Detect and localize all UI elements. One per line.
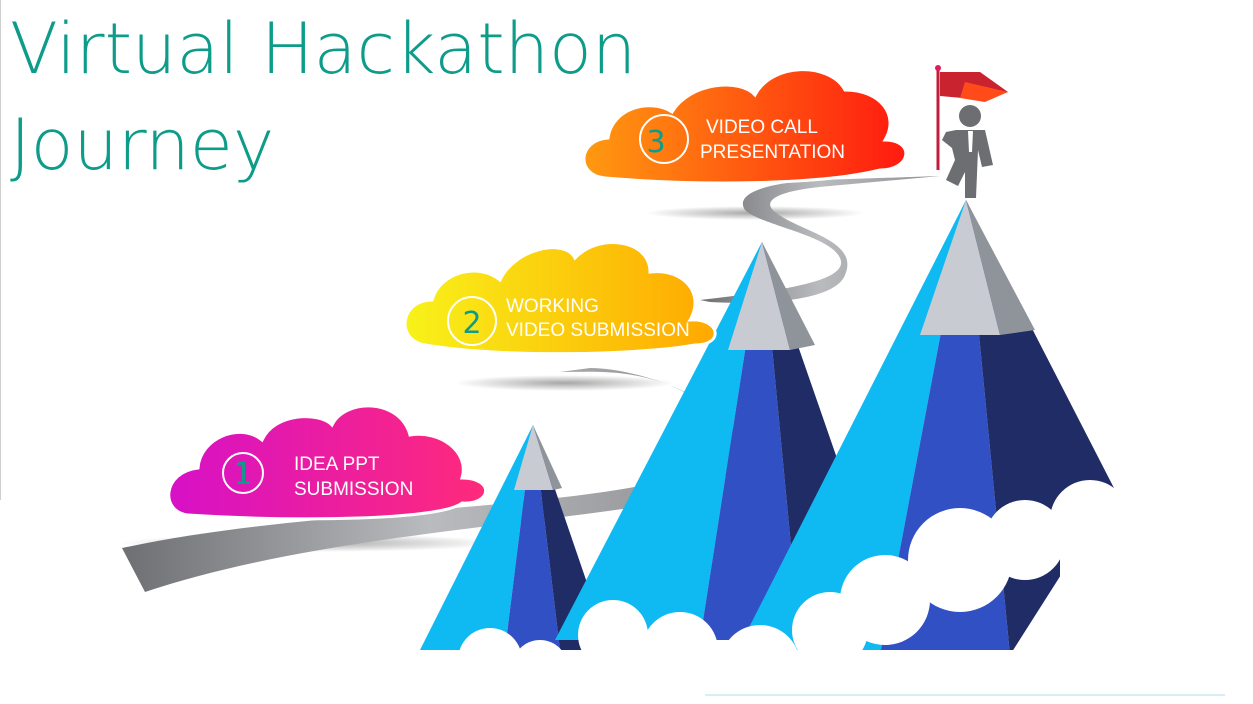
step-1-label-line2: SUBMISSION (294, 479, 413, 500)
step-1-number: 1 (233, 457, 252, 492)
step-3-label-line2: PRESENTATION (700, 142, 845, 163)
step-3-label-line1: VIDEO CALL (706, 117, 818, 138)
cloud-2-shadow (455, 375, 675, 391)
journey-path-upper (700, 176, 940, 303)
step-3-number: 3 (646, 125, 665, 160)
step-2-label-line1: WORKING (506, 296, 599, 317)
step-2-cloud: 2 WORKING VIDEO SUBMISSION (405, 242, 715, 353)
step-3-cloud: 3 VIDEO CALL PRESENTATION (584, 70, 906, 183)
step-1-cloud: 1 IDEA PPT SUBMISSION (169, 406, 486, 519)
step-2-number: 2 (462, 306, 481, 341)
step-1-label-line1: IDEA PPT (294, 454, 380, 475)
step-2-label-line2: VIDEO SUBMISSION (506, 320, 690, 341)
climber-figure-icon (942, 105, 993, 198)
